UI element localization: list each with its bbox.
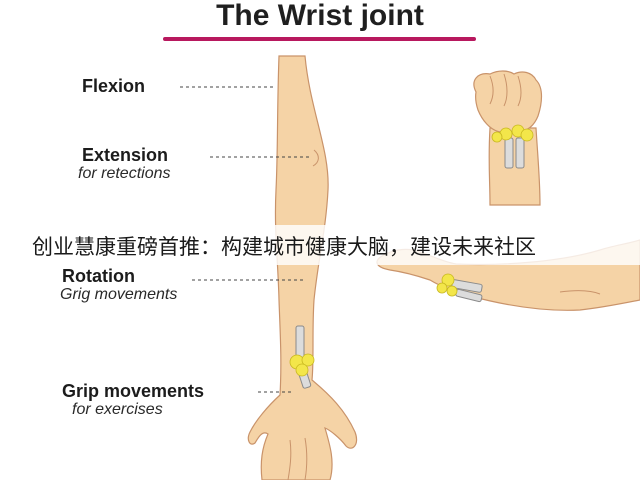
label-grip-subtitle: for exercises	[72, 401, 163, 418]
fist-joint-4	[491, 131, 503, 143]
finger-line-2	[304, 437, 308, 480]
banner-text: 创业慧康重磅首推：构建城市健康大脑，建设未来社区	[32, 235, 536, 259]
finger-line-1	[287, 439, 292, 480]
label-extension-title: Extension	[82, 145, 169, 165]
label-grip-title: Grip movements	[62, 381, 205, 401]
label-flexion: Flexion	[82, 76, 145, 96]
fist-bone-1	[504, 137, 514, 169]
label-rotation: Rotation Grig movements	[60, 266, 178, 304]
knuckle-line-2	[503, 73, 508, 107]
fist-bone-2	[515, 137, 525, 169]
wrist-joint-2	[301, 353, 315, 367]
fist-joint-3	[520, 128, 534, 142]
title: The Wrist joint	[216, 0, 424, 32]
horizontal-joint-2	[436, 282, 448, 294]
arm-body	[247, 55, 358, 480]
fist-illustration	[473, 70, 543, 206]
label-flexion-title: Flexion	[82, 76, 146, 96]
title-underline	[163, 37, 476, 41]
forearm-upper	[488, 127, 541, 206]
horizontal-elbow-line	[559, 290, 601, 295]
leader-lines	[180, 86, 312, 393]
label-extension-subtitle: for retections	[78, 165, 171, 182]
main-arm	[247, 55, 358, 480]
horizontal-joint-3	[446, 285, 458, 297]
label-rotation-subtitle: Grig movements	[60, 286, 178, 303]
label-extension: Extension for retections	[78, 145, 170, 183]
fist	[473, 70, 543, 133]
overlay-banner: 创业慧康重磅首推：构建城市健康大脑，建设未来社区	[0, 225, 640, 265]
knuckle-line-1	[489, 75, 494, 105]
horizontal-joint-1	[441, 273, 455, 287]
knuckle-line-3	[517, 75, 522, 107]
elbow-crease	[312, 149, 319, 167]
label-grip: Grip movements for exercises	[62, 381, 204, 419]
label-rotation-title: Rotation	[62, 266, 135, 286]
wrist-joint-3	[295, 363, 309, 377]
